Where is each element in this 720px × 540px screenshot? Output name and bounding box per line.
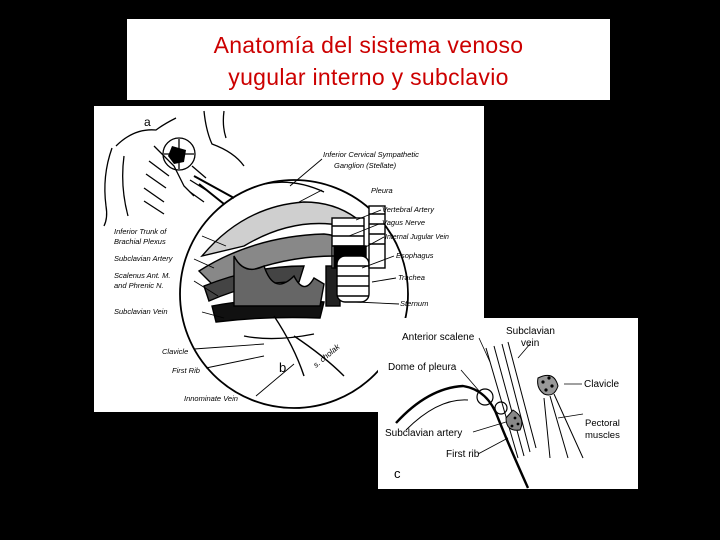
label-esophagus: Esophagus: [396, 251, 434, 260]
label-trunk-2: Brachial Plexus: [114, 237, 166, 246]
label-c-pectoral-2: muscles: [585, 430, 620, 441]
anatomy-figure-a: a b s. cholak Inferior Cervical Sympathe…: [94, 106, 484, 412]
label-sternum: Sternum: [400, 299, 428, 308]
figure-letter-b: b: [279, 360, 286, 375]
label-pleura: Pleura: [371, 186, 393, 195]
anatomy-figure-c-drawing: c Anterior scalene Subclavian vein Dome …: [385, 326, 620, 489]
cross-section-structures: [395, 341, 584, 489]
label-c-subclavian-artery: Subclavian artery: [385, 428, 462, 439]
figure-letter-a: a: [144, 115, 151, 129]
label-vertebral-artery: Vertebral Artery: [382, 205, 435, 214]
label-c-subclavian-vein-2: vein: [521, 338, 539, 349]
label-c-clavicle: Clavicle: [584, 379, 619, 390]
label-trunk-1: Inferior Trunk of: [114, 227, 167, 236]
anatomy-figure-a-drawing: a b s. cholak Inferior Cervical Sympathe…: [103, 110, 449, 409]
label-sympathetic-1: Inferior Cervical Sympathetic: [323, 150, 419, 159]
label-scalenus-2: and Phrenic N.: [114, 281, 164, 290]
magnified-view-circle: [179, 179, 409, 409]
label-c-anterior-scalene: Anterior scalene: [402, 332, 475, 343]
anatomy-figure-c: c Anterior scalene Subclavian vein Dome …: [378, 318, 638, 489]
internal-structures: [197, 181, 386, 377]
label-innominate-vein: Innominate Vein: [184, 394, 238, 403]
artist-signature: s. cholak: [312, 342, 343, 370]
label-c-pectoral-1: Pectoral: [585, 418, 620, 429]
stellate-ganglion-mark: [168, 146, 186, 164]
label-sympathetic-2: Ganglion (Stellate): [334, 161, 397, 170]
label-subclavian-artery: Subclavian Artery: [114, 254, 174, 263]
label-vagus-nerve: Vagus Nerve: [382, 218, 425, 227]
label-clavicle: Clavicle: [162, 347, 188, 356]
label-c-first-rib: First rib: [446, 449, 480, 460]
body-outline-sketch: [103, 110, 245, 227]
label-internal-jugular: Internal Jugular Vein: [385, 234, 449, 241]
label-scalenus-1: Scalenus Ant. M.: [114, 271, 170, 280]
title-box: Anatomía del sistema venoso yugular inte…: [127, 19, 610, 100]
label-first-rib: First Rib: [172, 366, 200, 375]
leader-lines-a: [193, 158, 400, 397]
clavicle-dots: [510, 376, 554, 428]
title-line-1: Anatomía del sistema venoso: [213, 32, 524, 58]
label-c-dome-of-pleura: Dome of pleura: [388, 362, 457, 373]
label-trachea: Trachea: [398, 273, 425, 282]
title-line-2: yugular interno y subclavio: [228, 64, 509, 90]
figure-letter-c: c: [394, 466, 401, 481]
label-c-subclavian-vein-1: Subclavian: [506, 326, 555, 337]
leader-lines-c: [460, 337, 584, 455]
label-subclavian-vein: Subclavian Vein: [114, 307, 168, 316]
